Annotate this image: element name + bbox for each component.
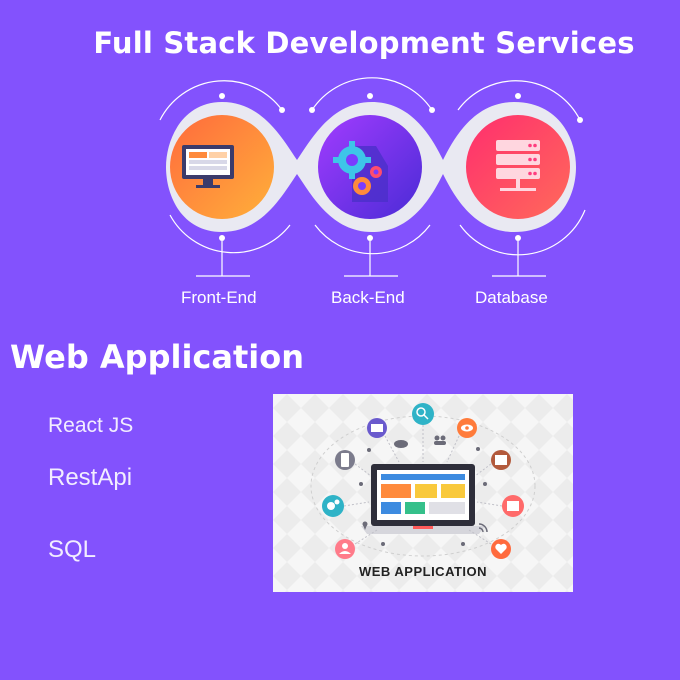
mobile-icon: [335, 450, 355, 470]
server-icon: [496, 140, 540, 191]
people-icon: [434, 435, 446, 445]
search-icon: [412, 403, 434, 425]
eye-icon: [457, 418, 477, 438]
tech-item-react: React JS: [48, 414, 134, 437]
cloud-icon: [394, 440, 408, 448]
wifi-icon: [478, 523, 488, 533]
tech-item-sql: SQL: [48, 536, 97, 563]
section-title: Web Application: [10, 338, 305, 376]
monitor-icon: [182, 145, 234, 188]
web-application-caption: WEB APPLICATION: [358, 564, 488, 579]
page-title: Full Stack Development Services: [93, 26, 635, 60]
pin-icon: [362, 521, 368, 530]
gear-icon: [322, 495, 344, 517]
back-end-label: Back-End: [331, 288, 405, 307]
laptop-icon: [361, 464, 485, 534]
front-end-label: Front-End: [181, 288, 257, 307]
gears-icon: [333, 141, 388, 202]
image-icon: [491, 450, 511, 470]
user-icon: [335, 539, 355, 559]
front-end-node: [170, 115, 274, 219]
tech-item-restapi: RestApi: [48, 464, 133, 491]
database-label: Database: [475, 288, 548, 307]
heart-icon: [491, 539, 511, 559]
picture-icon: [502, 495, 524, 517]
services-diagram: [159, 77, 586, 277]
mail-icon: [367, 418, 387, 438]
back-end-node: [318, 115, 422, 219]
web-application-illustration: WEB APPLICATION: [273, 394, 573, 592]
database-node: [466, 115, 570, 219]
